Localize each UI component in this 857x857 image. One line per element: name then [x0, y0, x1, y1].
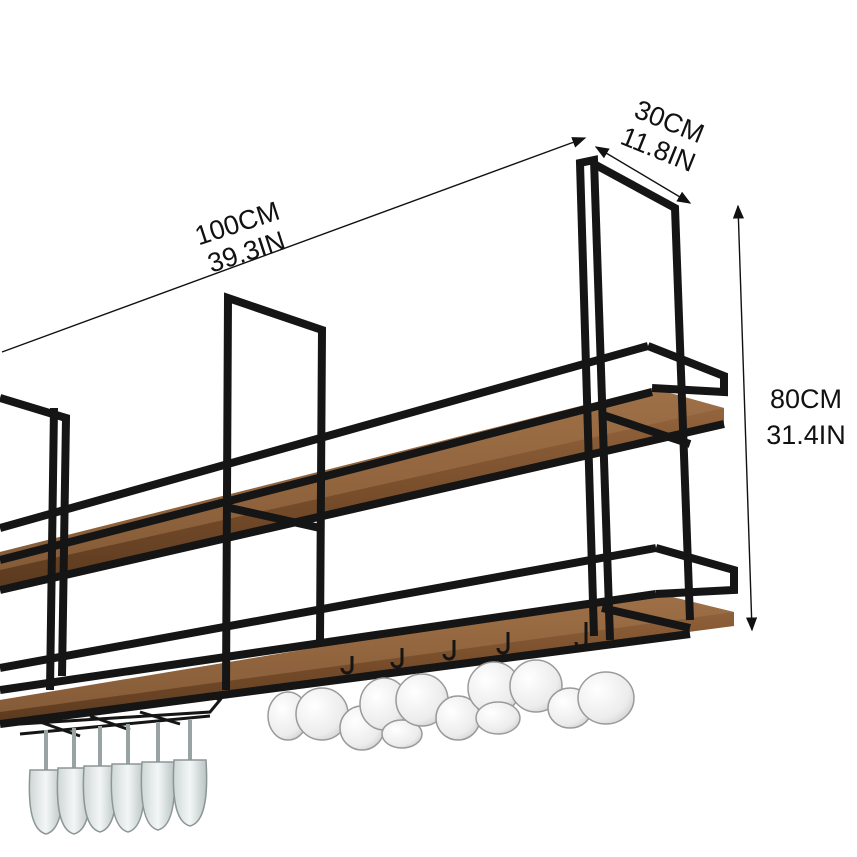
cross-bar-1	[229, 504, 321, 532]
glass-rack-rail-4	[89, 714, 131, 732]
middle-hanger	[222, 292, 327, 691]
mug	[509, 659, 563, 713]
upper-under-rail	[0, 420, 725, 594]
metal-frame	[0, 155, 738, 728]
left-hanger	[0, 394, 71, 677]
length-label: 100CM 39.3IN	[191, 196, 289, 279]
mug	[475, 701, 521, 735]
right-hanger-front	[575, 155, 614, 641]
lower-shelf-top	[0, 592, 734, 712]
wine-glass	[56, 728, 92, 835]
upper-shelf-top	[0, 388, 724, 570]
hook	[442, 640, 456, 661]
glass-rack-rail-5	[139, 710, 181, 726]
hook	[340, 656, 354, 675]
glass-rack-rail	[19, 692, 223, 726]
hook	[496, 632, 510, 655]
dimension-arrows	[1, 137, 758, 632]
wine-glasses	[28, 720, 208, 835]
upper-back-rail	[0, 388, 653, 564]
mug-hooks	[340, 622, 588, 675]
mug	[381, 719, 423, 749]
height-arrow	[732, 204, 758, 632]
lower-front-rail	[0, 544, 657, 672]
cross-bar-3	[601, 604, 691, 632]
right-hanger-back	[592, 160, 694, 621]
wood-shelves	[0, 388, 734, 722]
wine-glass	[172, 720, 208, 827]
cross-bar-2	[598, 410, 692, 448]
wine-glass	[28, 730, 64, 835]
height-metric: 80CM	[770, 384, 842, 414]
hook	[574, 622, 588, 649]
hook	[390, 648, 404, 669]
height-label: 80CM 31.4IN	[766, 384, 846, 450]
mugs	[267, 659, 635, 751]
lower-back-rail	[0, 590, 657, 694]
lower-under-rail	[0, 630, 691, 728]
mug	[577, 671, 635, 725]
wine-glass	[82, 726, 118, 833]
wine-glass	[110, 724, 146, 833]
lower-rail-end	[654, 544, 738, 598]
wine-glass	[140, 722, 176, 831]
depth-label: 30CM 11.8IN	[617, 94, 709, 178]
length-arrow	[1, 137, 587, 353]
upper-rail-end	[646, 342, 728, 397]
upper-front-rail	[0, 342, 650, 532]
depth-arrow	[594, 146, 692, 204]
height-imperial: 31.4IN	[766, 420, 846, 450]
